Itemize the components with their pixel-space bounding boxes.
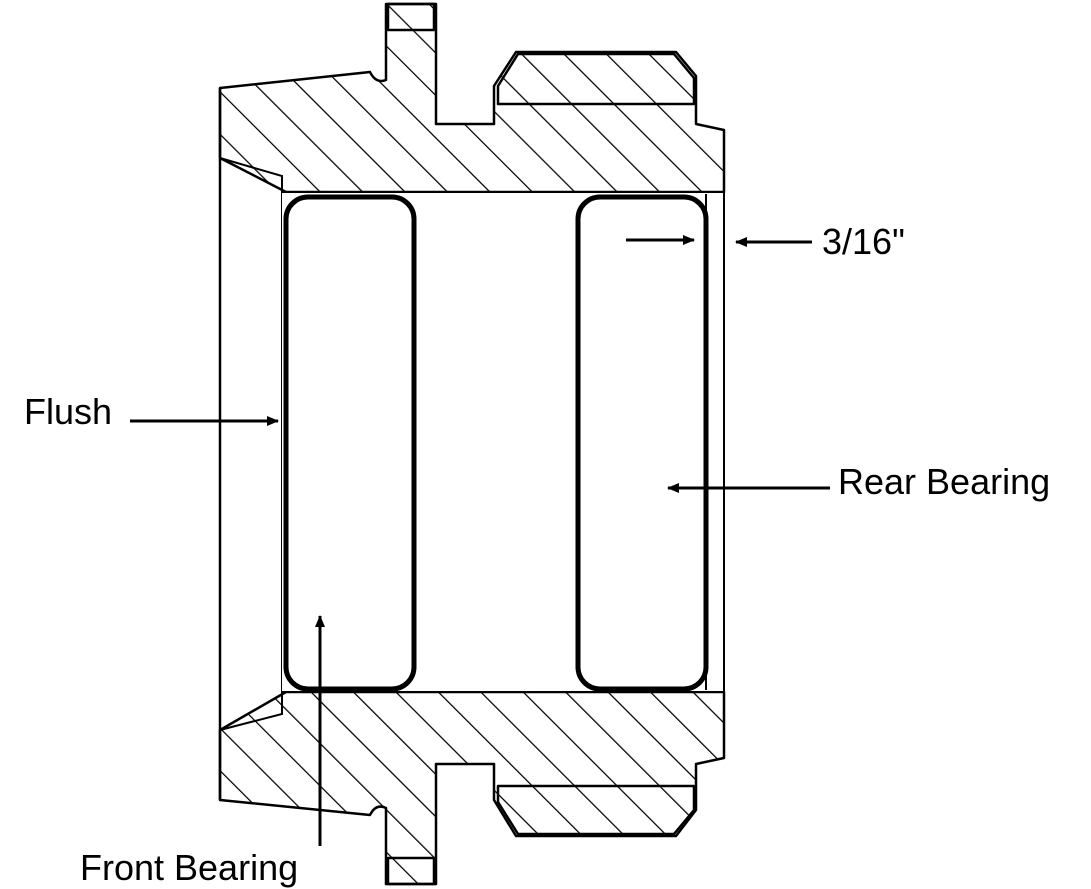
flush-label: Flush (24, 391, 112, 432)
rear-bearing (575, 194, 709, 692)
front-bearing (283, 194, 417, 692)
dimension-label: 3/16" (822, 221, 905, 262)
rear-bearing-label: Rear Bearing (838, 461, 1050, 502)
top-cap (496, 52, 696, 106)
top-flange-tab (386, 2, 436, 32)
bottom-flange-tab (386, 856, 436, 886)
front-bore-chamfer (219, 157, 283, 731)
bottom-cap (496, 784, 696, 836)
front-bearing-label: Front Bearing (80, 847, 298, 888)
housing-wall-top (218, 2, 726, 194)
